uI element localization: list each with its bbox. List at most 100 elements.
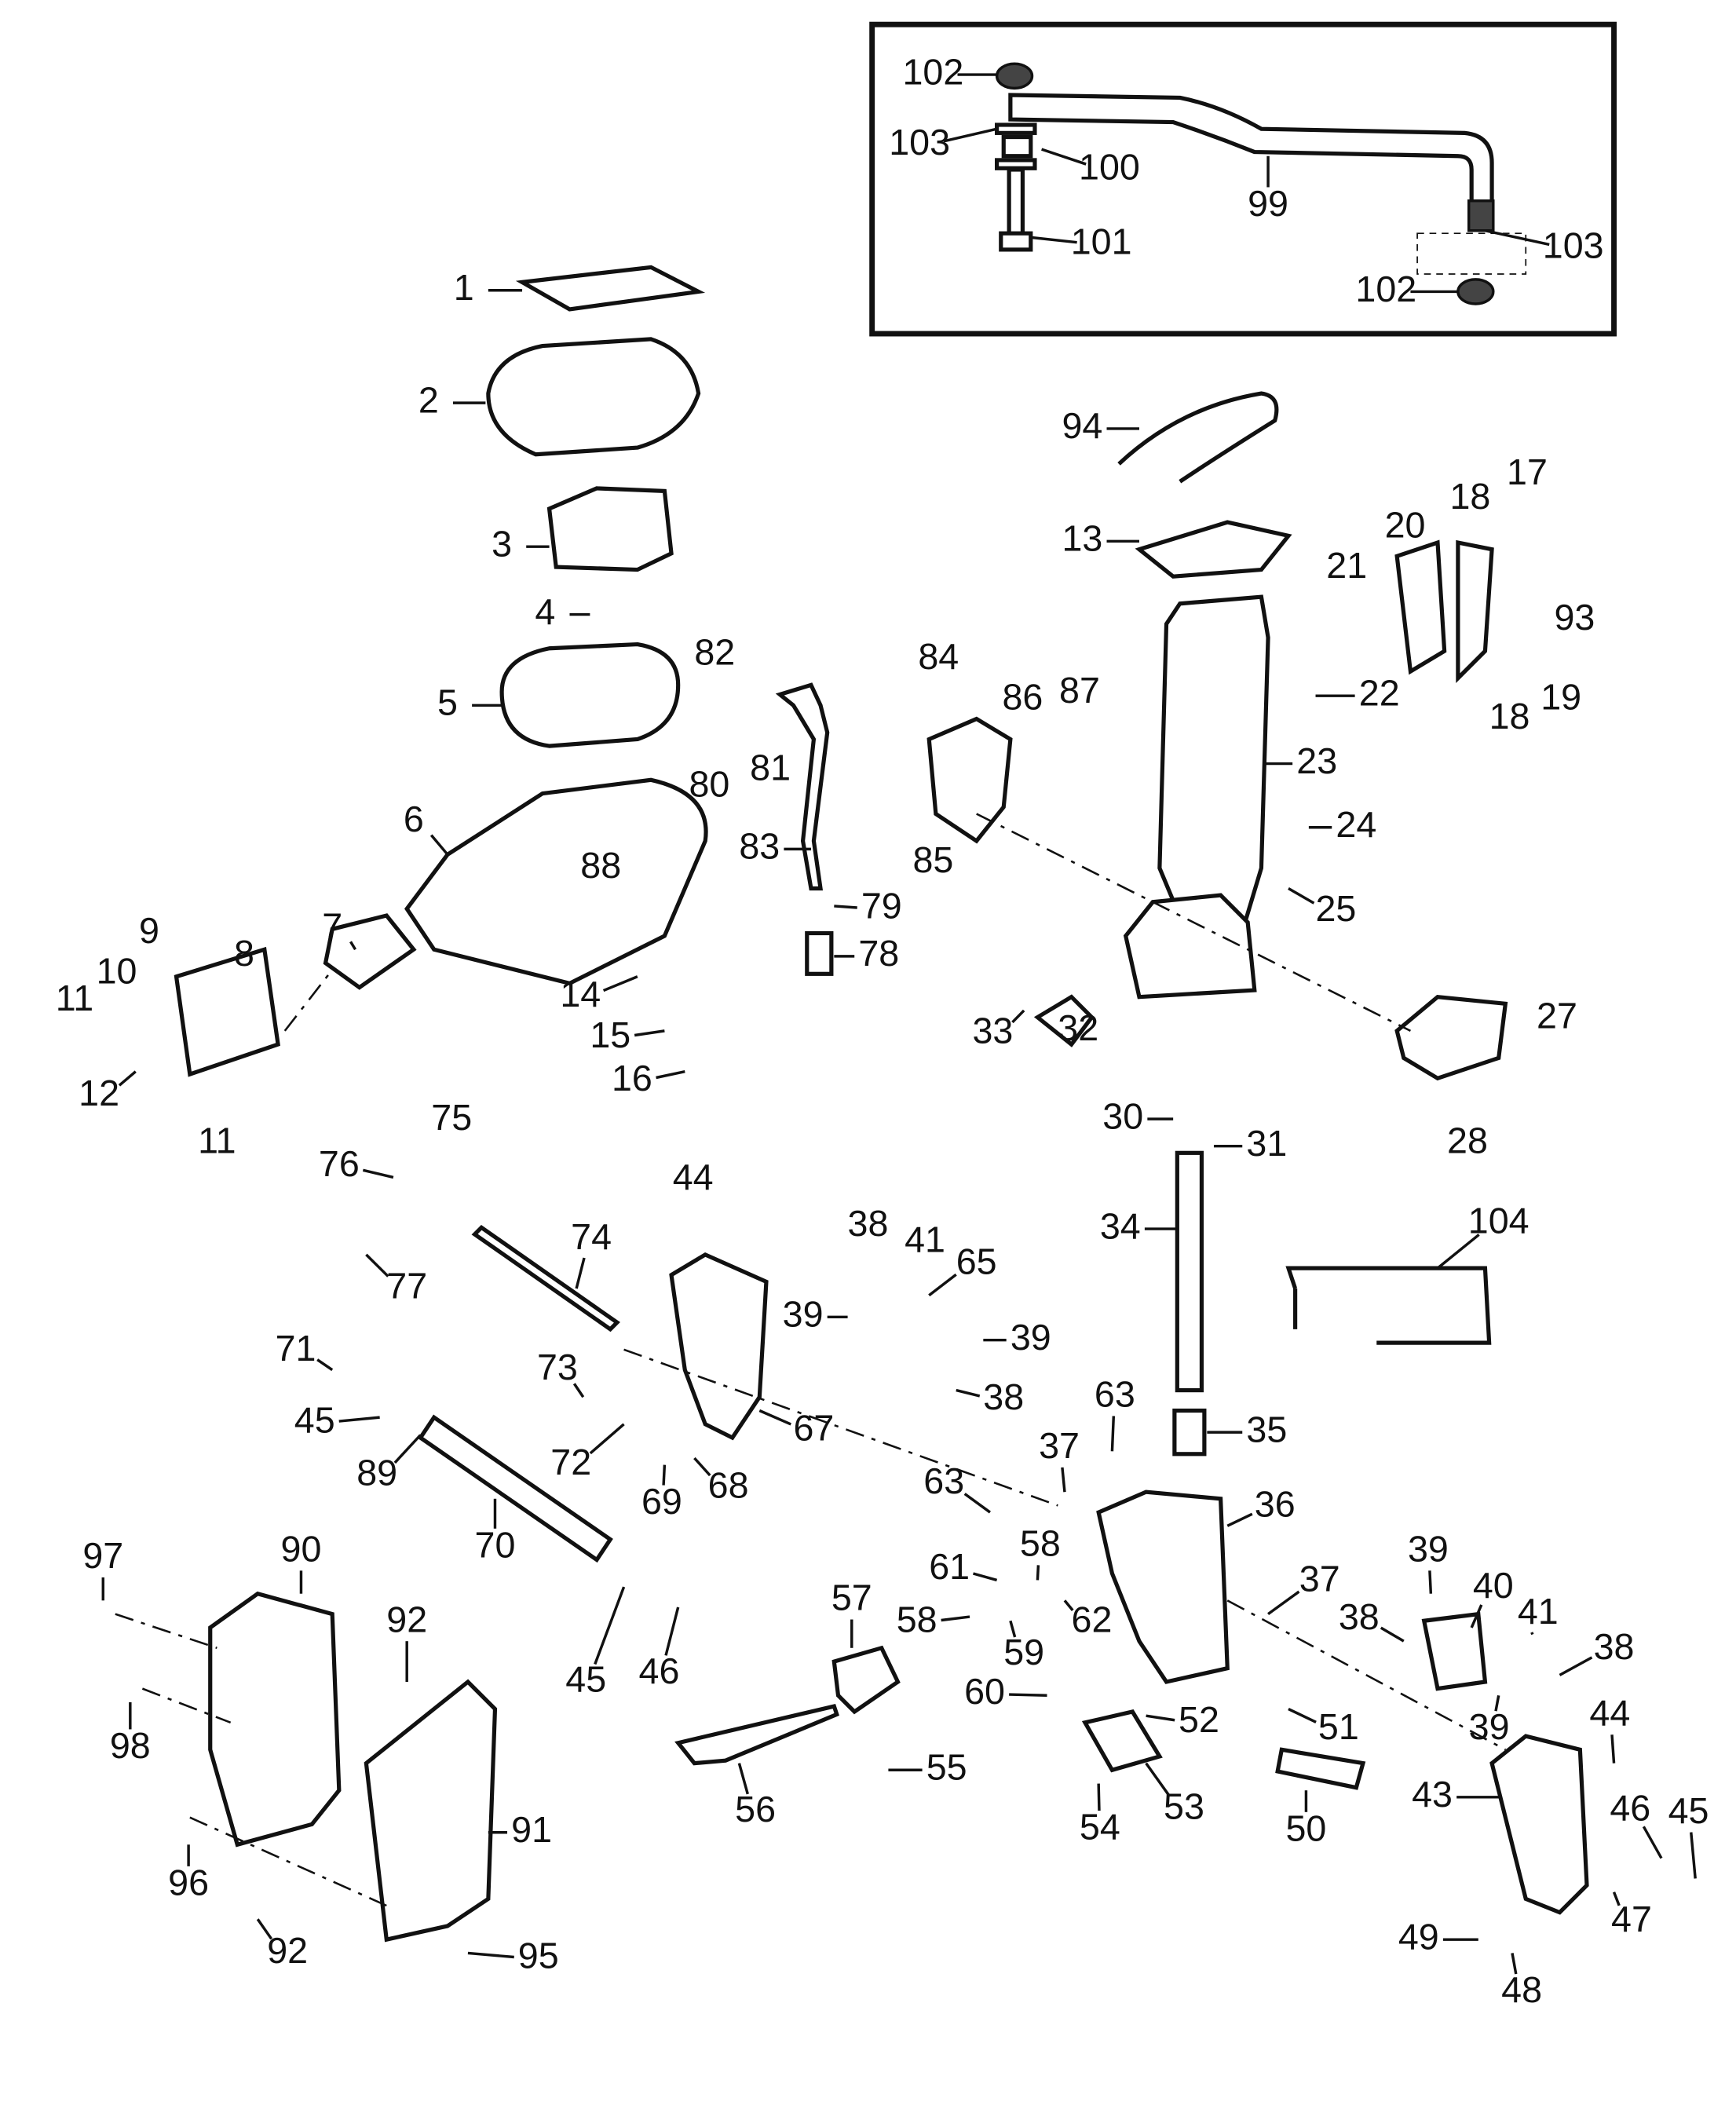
clip-53 — [1081, 1709, 1163, 1773]
cover-91 — [364, 1679, 498, 1943]
leader-line-25 — [1288, 886, 1315, 905]
clamp-bracket-43 — [1489, 1734, 1589, 1915]
callout-38: 38 — [1339, 1596, 1380, 1637]
steering-arm-99 — [1008, 93, 1495, 232]
leader-line-38 — [1559, 1656, 1593, 1676]
leader-line-61 — [972, 1572, 998, 1582]
callout-2: 2 — [418, 379, 439, 420]
callout-69: 69 — [641, 1481, 682, 1522]
callout-65: 65 — [956, 1241, 997, 1281]
callout-30: 30 — [1102, 1095, 1143, 1136]
housing-3 — [546, 486, 674, 572]
leader-line-53 — [1145, 1762, 1170, 1796]
callout-33: 33 — [972, 1011, 1013, 1051]
leader-line-46 — [1642, 1826, 1663, 1859]
callout-70: 70 — [475, 1524, 516, 1565]
callout-77: 77 — [386, 1265, 427, 1306]
callout-50: 50 — [1285, 1807, 1326, 1848]
callout-31: 31 — [1246, 1123, 1287, 1164]
callout-58: 58 — [1020, 1523, 1061, 1564]
callout-40: 40 — [1473, 1565, 1514, 1606]
callout-63: 63 — [923, 1460, 964, 1501]
callout-85: 85 — [912, 839, 953, 880]
leader-line-45 — [338, 1416, 380, 1423]
leader-line-16 — [656, 1069, 685, 1080]
leader-line-60 — [1009, 1693, 1047, 1697]
callout-41: 41 — [905, 1219, 945, 1260]
callout-73: 73 — [537, 1347, 578, 1387]
callout-38: 38 — [1594, 1626, 1635, 1667]
callout-92: 92 — [386, 1599, 427, 1639]
plate-50 — [1275, 1747, 1366, 1790]
leader-line-46 — [664, 1606, 680, 1656]
callout-76: 76 — [319, 1143, 360, 1184]
leader-line-63 — [1110, 1416, 1116, 1452]
callout-60: 60 — [964, 1671, 1005, 1712]
leader-line-104 — [1436, 1234, 1480, 1270]
callout-72: 72 — [550, 1442, 591, 1482]
callout-55: 55 — [926, 1747, 967, 1788]
leader-line-6 — [429, 834, 449, 856]
plate-21 — [1394, 539, 1447, 675]
callout-20: 20 — [1385, 504, 1426, 545]
leader-line-45 — [1690, 1832, 1697, 1879]
callout-21: 21 — [1326, 545, 1367, 586]
washer-103 — [995, 158, 1037, 170]
leader-line-69 — [662, 1464, 667, 1486]
callout-97: 97 — [82, 1535, 123, 1576]
callout-58: 58 — [897, 1599, 937, 1639]
seal-5 — [499, 641, 681, 748]
callout-104: 104 — [1468, 1200, 1530, 1241]
callout-87: 87 — [1059, 670, 1100, 711]
callout-61: 61 — [929, 1546, 970, 1587]
leader-line-103 — [943, 127, 997, 143]
callout-54: 54 — [1080, 1807, 1120, 1848]
callout-36: 36 — [1255, 1483, 1296, 1524]
leader-line-62 — [1063, 1599, 1074, 1611]
leader-line-45 — [594, 1586, 626, 1665]
callout-101: 101 — [1071, 221, 1132, 261]
callout-81: 81 — [750, 747, 791, 788]
drive-shaft-housing-23 — [1157, 594, 1270, 952]
leader-line-12 — [118, 1070, 137, 1087]
callout-52: 52 — [1179, 1699, 1219, 1740]
callout-45: 45 — [565, 1658, 606, 1699]
callout-37: 37 — [1039, 1425, 1080, 1466]
leader-line-103 — [1485, 229, 1550, 247]
bolt-101 — [999, 167, 1033, 252]
cover-90 — [208, 1591, 342, 1848]
leader-line-41 — [1530, 1632, 1534, 1636]
callout-84: 84 — [918, 636, 959, 677]
leader-line-77 — [365, 1253, 389, 1277]
callout-103: 103 — [1543, 225, 1604, 265]
bushing-35 — [1172, 1408, 1207, 1457]
leader-line-54 — [1097, 1783, 1101, 1811]
plate-40 — [1421, 1611, 1488, 1691]
callout-79: 79 — [861, 886, 902, 927]
mount-bracket — [1394, 994, 1508, 1081]
leader-line-37 — [1267, 1590, 1300, 1616]
sleeve-78 — [805, 930, 834, 976]
callout-96: 96 — [168, 1862, 209, 1903]
leader-line-7 — [349, 941, 357, 951]
callout-75: 75 — [431, 1097, 472, 1138]
callout-86: 86 — [1002, 677, 1043, 718]
callout-1: 1 — [454, 267, 474, 308]
callout-74: 74 — [571, 1216, 612, 1257]
leader-line-56 — [737, 1763, 749, 1795]
leader-line-59 — [1009, 1620, 1017, 1638]
lever-56 — [674, 1704, 839, 1766]
callout-18: 18 — [1450, 476, 1491, 517]
callout-37: 37 — [1299, 1558, 1340, 1599]
callout-35: 35 — [1246, 1409, 1287, 1449]
callout-10: 10 — [97, 951, 137, 992]
callout-6: 6 — [404, 799, 424, 839]
callout-83: 83 — [739, 826, 780, 867]
seal-94 — [1117, 391, 1279, 484]
washer-103 — [995, 122, 1037, 135]
rod-104 — [1285, 1266, 1492, 1345]
nut-102 — [995, 62, 1034, 90]
callout-53: 53 — [1164, 1786, 1204, 1827]
callout-45: 45 — [1668, 1790, 1709, 1831]
